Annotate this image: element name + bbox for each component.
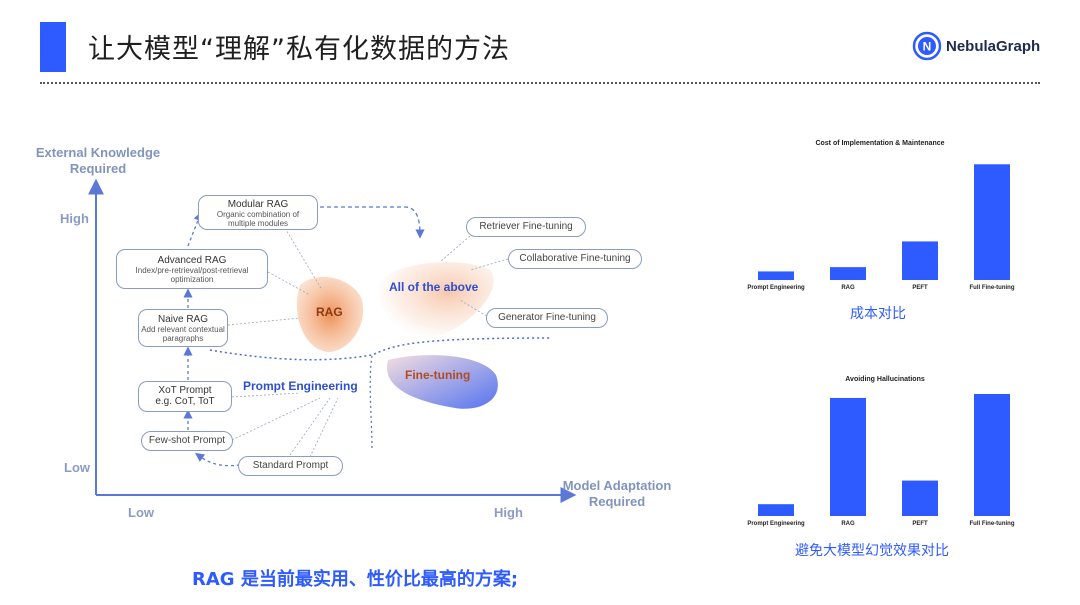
nebula-logo-icon: N [912,31,942,61]
cost-chart-caption: 成本对比 [850,306,906,322]
standard-prompt-pill: Standard Prompt [238,456,343,476]
bottom-note: RAG 是当前最实用、性价比最高的方案; [192,569,519,590]
divider-curve-v [369,355,373,451]
x-axis-label-line1: Model Adaptation [562,478,672,493]
bar-label-1-2: PEFT [912,521,928,527]
bar-0-2 [902,241,938,280]
bar-label-0-1: RAG [841,285,855,291]
rag-region-shape [296,276,364,352]
y-tick-low: Low [64,460,90,475]
generator-ft-pill: Generator Fine-tuning [486,308,608,328]
bar-label-1-3: Full Fine-tuning [970,521,1015,527]
finetuning-region-shape [386,355,498,409]
nebulagraph-logo: N NebulaGraph [912,30,1040,62]
advanced-rag-box: Advanced RAG Index/pre-retrieval/post-re… [116,249,268,289]
xot-prompt-box: XoT Prompt e.g. CoT, ToT [138,381,232,412]
x-axis-label: Model Adaptation Required [552,478,682,510]
modular-rag-sub1: Organic combination of [216,210,300,219]
bar-label-0-3: Full Fine-tuning [970,285,1015,291]
bar-label-0-0: Prompt Engineering [747,285,805,291]
finetuning-region-label: Fine-tuning [405,368,471,382]
modular-rag-title: Modular RAG [227,199,289,210]
all-region-shape [379,262,494,337]
cost-bar-chart: Prompt Engineering RAG PEFT Full Fine-tunin… [747,164,1015,291]
header-divider [40,82,1040,84]
bar-1-0 [758,504,794,516]
naive-rag-box: Naive RAG Add relevant contextual paragr… [138,309,228,347]
advanced-rag-title: Advanced RAG [157,255,227,266]
naive-rag-sub2: paragraphs [162,334,204,343]
y-axis-label-line1: External Knowledge [35,145,161,160]
bar-label-1-0: Prompt Engineering [747,521,805,527]
xot-prompt-sub: e.g. CoT, ToT [155,396,215,407]
logo-text-graph: Graph [996,37,1041,55]
bar-0-3 [974,164,1010,280]
bar-0-0 [758,271,794,280]
cost-chart-title: Cost of Implementation & Maintenance [815,140,945,147]
y-axis-label-line2: Required [69,161,127,176]
svg-text:N: N [923,40,932,54]
divider-curve-h [209,337,551,361]
bar-0-1 [830,267,866,280]
all-region-label: All of the above [389,280,479,294]
bar-1-1 [830,397,866,516]
bar-label-0-2: PEFT [912,285,928,291]
modular-rag-sub2: multiple modules [227,219,289,228]
xot-prompt-title: XoT Prompt [158,385,212,396]
hallucination-chart-title: Avoiding Hallucinations [845,376,925,383]
bar-1-3 [974,394,1010,516]
page-title: 让大模型“理解”私有化数据的方法 [88,34,510,65]
advanced-rag-sub2: optimization [170,275,214,284]
hallucination-bar-chart: Prompt Engineering RAG PEFT Full Fine-tunin… [747,394,1015,527]
x-tick-high: High [494,505,523,520]
y-axis-label: External Knowledge Required [28,145,168,177]
collab-ft-pill: Collaborative Fine-tuning [508,249,642,269]
x-tick-low: Low [128,505,154,520]
retriever-ft-pill: Retriever Fine-tuning [466,217,586,237]
advanced-rag-sub1: Index/pre-retrieval/post-retrieval [135,266,249,275]
bar-1-2 [902,480,938,516]
y-tick-high: High [60,211,89,226]
hallucination-chart-caption: 避免大模型幻觉效果对比 [795,543,949,559]
few-shot-prompt-pill: Few-shot Prompt [141,431,233,451]
prompt-engineering-label: Prompt Engineering [243,379,358,393]
rag-region-label: RAG [316,305,343,319]
logo-text-nebula: Nebula [946,37,997,55]
title-accent-bar [40,22,66,72]
naive-rag-sub1: Add relevant contextual [141,325,225,334]
x-axis-label-line2: Required [588,494,646,509]
bar-label-1-1: RAG [841,521,855,527]
naive-rag-title: Naive RAG [157,314,208,325]
modular-rag-box: Modular RAG Organic combination of multi… [198,195,318,230]
